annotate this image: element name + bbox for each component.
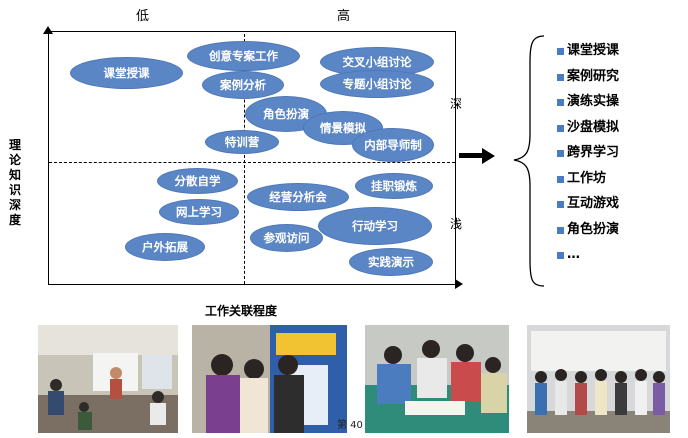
method-ellipse: 行动学习	[318, 207, 432, 245]
list-item: 工作坊	[557, 170, 619, 196]
square-bullet-icon	[557, 201, 564, 208]
list-item: 互动游戏	[557, 195, 619, 221]
method-ellipse: 经营分析会	[247, 183, 349, 211]
method-ellipse: 课堂授课	[70, 57, 183, 89]
training-photo-roleplay	[192, 325, 347, 433]
square-bullet-icon	[557, 48, 564, 55]
y-axis-arrow	[43, 26, 53, 34]
curly-brace-icon	[513, 35, 545, 287]
method-ellipse: 户外拓展	[125, 233, 205, 261]
x-axis-arrow	[455, 279, 463, 289]
method-ellipse: 创意专案工作	[187, 41, 300, 71]
square-bullet-icon	[557, 175, 564, 183]
method-ellipse: 特训营	[205, 130, 279, 154]
method-ellipse: 分散自学	[157, 168, 238, 194]
method-ellipse: 案例分析	[202, 71, 284, 99]
square-bullet-icon	[557, 150, 564, 157]
list-item: 跨界学习	[557, 144, 619, 170]
training-photo-classroom	[38, 325, 178, 433]
method-ellipse: 参观访问	[250, 224, 323, 252]
axis-high-label: 高	[337, 9, 351, 24]
horizontal-divider	[49, 162, 455, 163]
method-ellipse: 挂职锻炼	[355, 173, 433, 199]
square-bullet-icon	[557, 124, 564, 132]
axis-low-label: 低	[136, 9, 150, 24]
list-item: 角色扮演	[557, 221, 619, 247]
square-bullet-icon	[557, 73, 564, 81]
method-ellipse: 网上学习	[159, 199, 239, 225]
square-bullet-icon	[557, 226, 564, 234]
arrow-right-icon	[482, 148, 495, 164]
x-axis-title: 工作关联程度	[205, 304, 278, 318]
arrow-shaft	[459, 153, 483, 158]
vertical-divider	[244, 34, 245, 284]
shallow-label: 浅	[450, 217, 463, 231]
list-item: 课堂授课	[557, 42, 619, 68]
list-item: …	[557, 246, 619, 272]
square-bullet-icon	[557, 99, 564, 106]
matrix-frame	[48, 31, 456, 285]
training-photo-group	[527, 325, 670, 433]
deep-label: 深	[450, 97, 463, 111]
y-axis-title: 理论知识深度	[8, 138, 21, 227]
training-photo-teamwork	[365, 325, 509, 433]
method-ellipse: 内部导师制	[352, 128, 434, 162]
list-item: 沙盘模拟	[557, 119, 619, 145]
method-ellipse: 实践演示	[349, 248, 433, 276]
method-ellipse: 专题小组讨论	[320, 70, 434, 98]
list-item: 案例研究	[557, 68, 619, 94]
page-number: 第 40	[337, 420, 363, 431]
methods-list: 课堂授课 案例研究 演练实操 沙盘模拟 跨界学习 工作坊 互动游戏 角色扮演 …	[557, 42, 619, 272]
list-item: 演练实操	[557, 93, 619, 119]
square-bullet-icon	[557, 252, 564, 259]
